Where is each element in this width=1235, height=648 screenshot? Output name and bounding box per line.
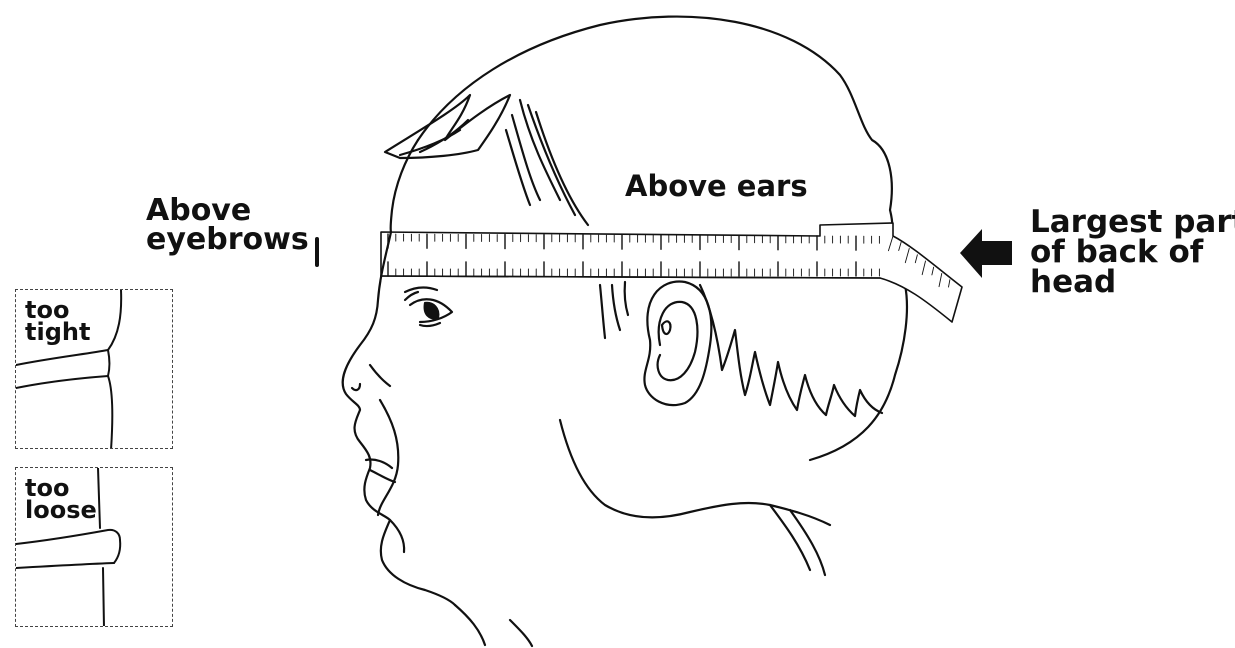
ear-canal bbox=[662, 321, 670, 334]
shoulder bbox=[770, 505, 825, 575]
eyebrow bbox=[405, 288, 437, 292]
loose-band-side bbox=[114, 540, 120, 563]
arm-top bbox=[98, 468, 100, 528]
too-tight-line2: tight bbox=[25, 321, 90, 343]
arm-lower bbox=[108, 376, 112, 449]
back-of-head bbox=[810, 285, 907, 460]
tape-band bbox=[381, 223, 962, 322]
ear-inner bbox=[658, 302, 698, 380]
arm-lower bbox=[103, 568, 104, 627]
too-loose-panel: too loose bbox=[15, 467, 173, 627]
arm-top bbox=[108, 290, 121, 350]
above-eyebrows-label: Above eyebrows bbox=[146, 196, 309, 255]
cheek bbox=[378, 400, 398, 515]
too-tight-panel: too tight bbox=[15, 289, 173, 449]
ear bbox=[644, 282, 711, 406]
eye-iris bbox=[425, 303, 439, 319]
tight-band-bottom bbox=[16, 376, 108, 388]
loose-band-bottom bbox=[16, 563, 114, 568]
too-tight-label: too tight bbox=[25, 299, 90, 343]
too-loose-line2: loose bbox=[25, 499, 97, 521]
above-eyebrows-line1: Above bbox=[146, 196, 309, 225]
hair-strand-2 bbox=[506, 115, 540, 205]
body-front bbox=[455, 605, 532, 646]
nose-shade bbox=[370, 365, 390, 386]
hair-strand-1 bbox=[520, 100, 588, 225]
hair-side-burn bbox=[600, 282, 628, 338]
above-ears-label: Above ears bbox=[625, 172, 808, 201]
hair-back-neck bbox=[700, 285, 882, 416]
above-eyebrows-line2: eyebrows bbox=[146, 225, 309, 254]
back-of-head-label: Largest part of back of head bbox=[1030, 208, 1235, 297]
chin bbox=[390, 520, 404, 552]
tight-band-top bbox=[16, 350, 108, 365]
too-loose-label: too loose bbox=[25, 477, 97, 521]
back-arrow-icon bbox=[960, 229, 1012, 278]
nostril bbox=[352, 384, 360, 390]
loose-band-top bbox=[16, 530, 120, 544]
back-of-head-line3: head bbox=[1030, 268, 1235, 298]
face-profile bbox=[343, 232, 455, 605]
tight-band-side bbox=[108, 350, 110, 376]
measuring-tape bbox=[381, 223, 962, 322]
